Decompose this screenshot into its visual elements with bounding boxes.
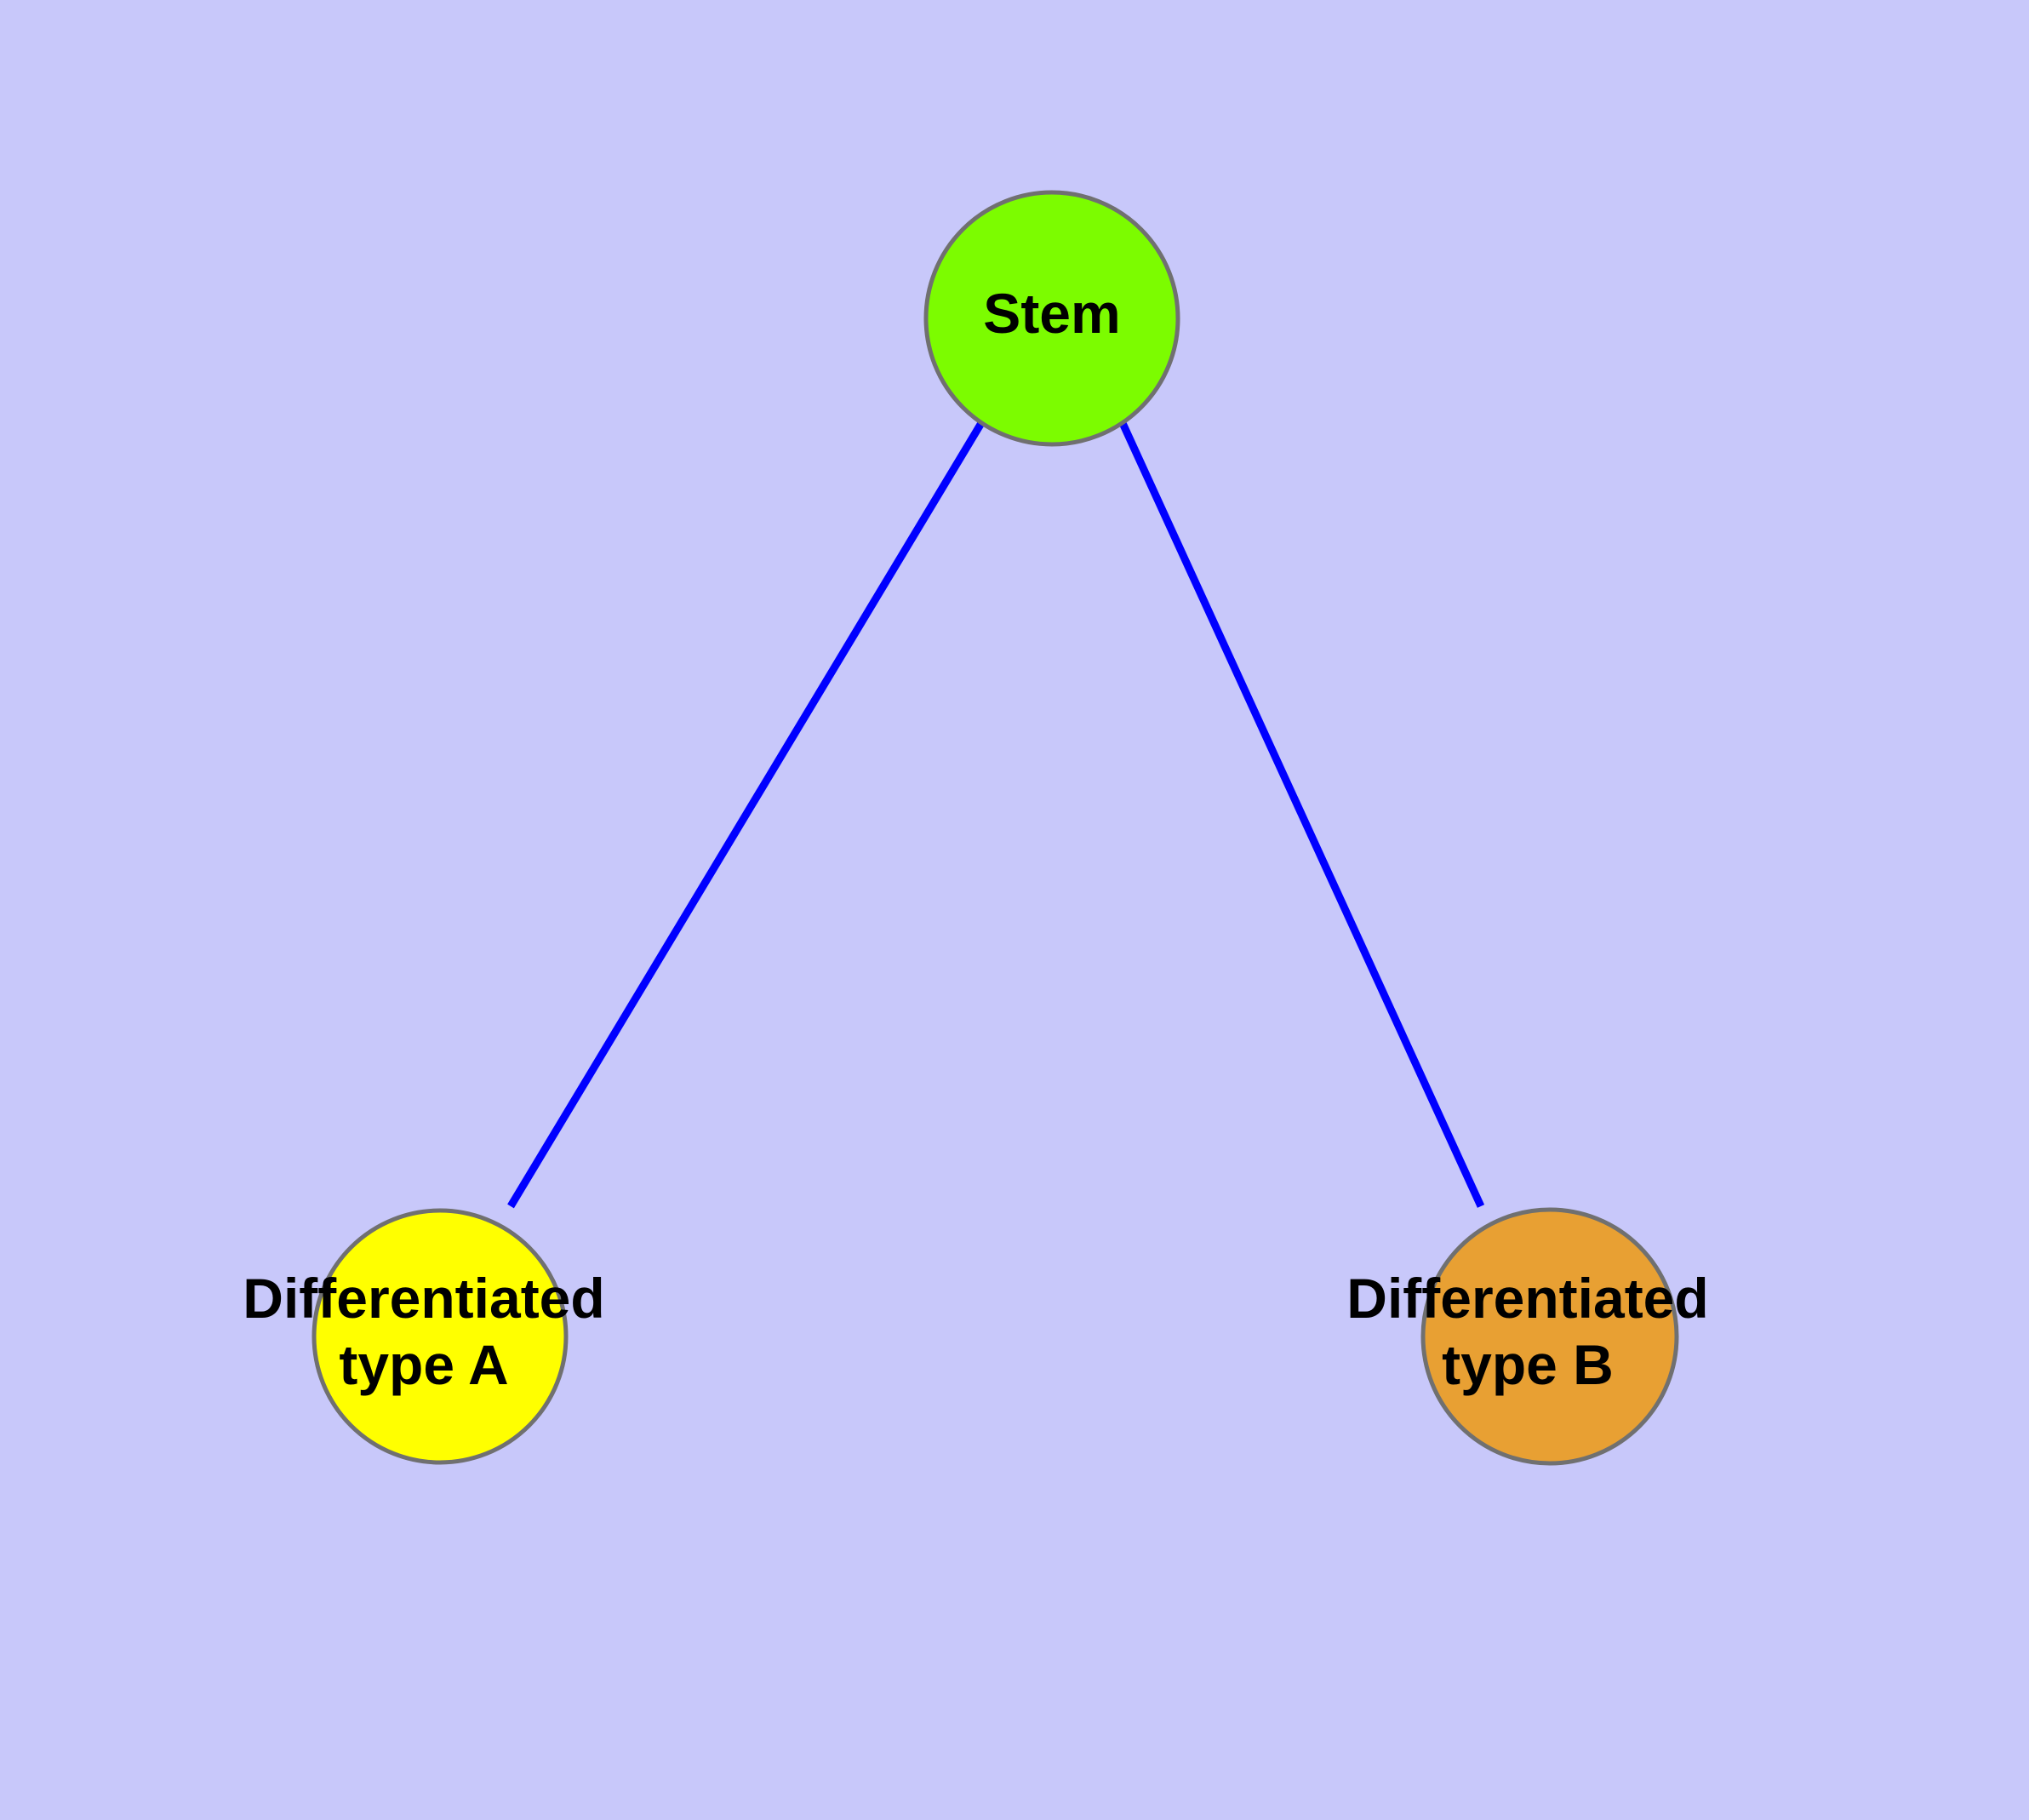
node-circle-diff-a[interactable] <box>311 1208 569 1465</box>
node-label-line: type A <box>339 1333 508 1396</box>
node-circle-diff-b[interactable] <box>1420 1207 1679 1466</box>
graph-edge-stem-to-diff-b[interactable] <box>1118 421 1485 1208</box>
node-label-line: Differentiated <box>1346 1267 1708 1330</box>
edges-layer <box>507 421 1485 1209</box>
node-circle-stem[interactable] <box>923 190 1180 447</box>
graph-node-stem[interactable]: Stem <box>923 190 1180 447</box>
node-label-line: Stem <box>983 282 1120 345</box>
node-label-stem: Stem <box>983 282 1120 345</box>
node-label-line: type B <box>1442 1333 1614 1396</box>
graph-edge-stem-to-diff-a[interactable] <box>507 421 985 1209</box>
node-label-line: Differentiated <box>243 1267 604 1330</box>
